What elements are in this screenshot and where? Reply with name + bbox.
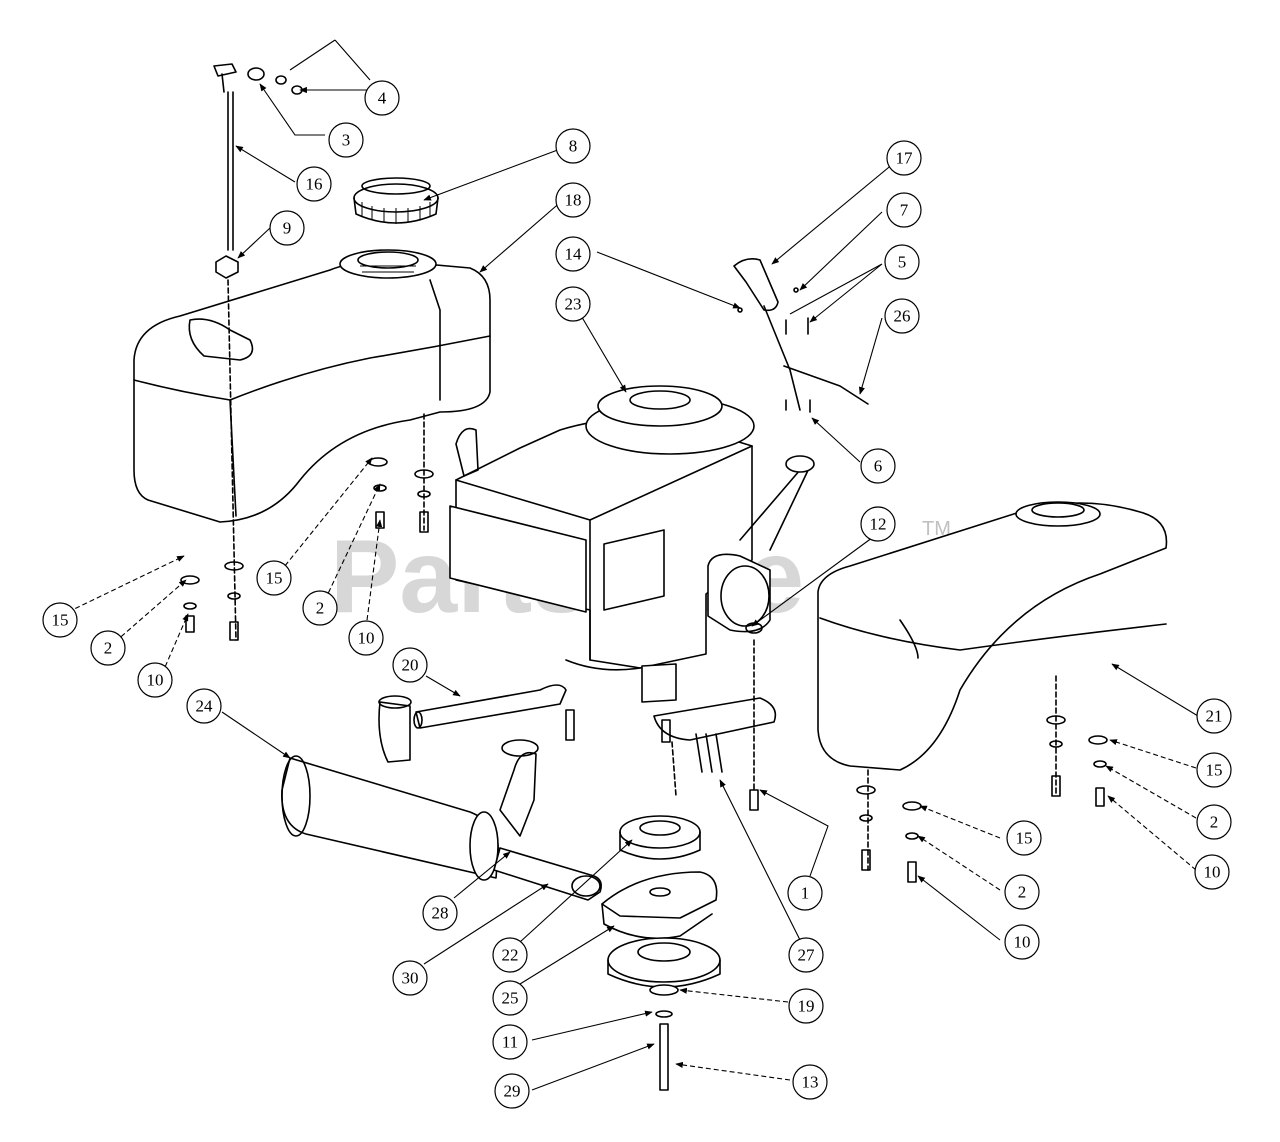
svg-text:26: 26 [894, 307, 911, 326]
callout-2: 2 [1004, 874, 1040, 910]
svg-text:13: 13 [802, 1073, 819, 1092]
callout-29: 29 [494, 1073, 530, 1109]
callout-15: 15 [42, 602, 78, 638]
svg-text:10: 10 [1204, 863, 1221, 882]
svg-text:2: 2 [1018, 883, 1027, 902]
svg-text:4: 4 [378, 89, 387, 108]
fuel-tank-bushing [215, 255, 239, 279]
callouts: 1 2 2 2 2 3 4 5 6 7 8 9 10 10 10 10 11 1… [42, 80, 1232, 1109]
svg-text:10: 10 [1014, 933, 1031, 952]
callout-12: 12 [860, 506, 896, 542]
engine [449, 385, 815, 703]
callout-8: 8 [555, 128, 591, 164]
callout-19: 19 [788, 988, 824, 1024]
svg-text:3: 3 [342, 131, 351, 150]
leader-lines [67, 39, 1199, 1091]
callout-24: 24 [186, 688, 222, 724]
callout-26: 26 [884, 298, 920, 334]
svg-text:29: 29 [504, 1082, 521, 1101]
breather-tube [413, 684, 567, 729]
callout-15: 15 [1196, 752, 1232, 788]
svg-text:28: 28 [432, 904, 449, 923]
svg-text:15: 15 [52, 611, 69, 630]
svg-text:10: 10 [147, 671, 164, 690]
svg-text:11: 11 [502, 1033, 518, 1052]
engine-mount-hardware [565, 639, 777, 811]
callout-21: 21 [1196, 698, 1232, 734]
svg-text:17: 17 [896, 149, 914, 168]
watermark-tm: TM [922, 518, 951, 540]
svg-text:22: 22 [502, 946, 519, 965]
vent-fitting-assembly [213, 63, 303, 251]
callout-6: 6 [860, 448, 896, 484]
callout-15: 15 [256, 560, 292, 596]
callout-9: 9 [269, 210, 305, 246]
fuel-cap [353, 177, 439, 224]
left-fuel-tank [133, 249, 491, 523]
callout-5: 5 [884, 244, 920, 280]
callout-10: 10 [348, 620, 384, 656]
svg-text:9: 9 [283, 219, 292, 238]
svg-text:8: 8 [569, 137, 578, 156]
exhaust-pipe [493, 847, 602, 901]
svg-text:24: 24 [196, 697, 214, 716]
svg-text:25: 25 [502, 989, 519, 1008]
muffler [281, 695, 539, 881]
callout-2: 2 [90, 630, 126, 666]
engine-pulley [619, 815, 701, 860]
svg-text:6: 6 [874, 457, 883, 476]
svg-text:2: 2 [1210, 813, 1219, 832]
throttle-control [733, 258, 869, 413]
svg-text:2: 2 [316, 599, 325, 618]
callout-13: 13 [792, 1064, 828, 1100]
callout-14: 14 [555, 236, 591, 272]
svg-text:21: 21 [1206, 707, 1223, 726]
svg-text:15: 15 [1016, 829, 1033, 848]
callout-30: 30 [392, 960, 428, 996]
svg-text:20: 20 [402, 656, 419, 675]
callout-15: 15 [1006, 820, 1042, 856]
svg-text:27: 27 [798, 946, 816, 965]
svg-text:19: 19 [798, 997, 815, 1016]
callout-3: 3 [328, 122, 364, 158]
callout-4: 4 [364, 80, 400, 116]
left-tank-hardware [180, 279, 434, 641]
svg-text:12: 12 [870, 515, 887, 534]
svg-text:5: 5 [898, 253, 907, 272]
svg-text:18: 18 [565, 191, 582, 210]
svg-text:1: 1 [801, 884, 810, 903]
callout-10: 10 [1194, 854, 1230, 890]
clutch-pulley [607, 937, 721, 1091]
callout-20: 20 [392, 647, 428, 683]
svg-text:14: 14 [565, 245, 583, 264]
callout-27: 27 [788, 937, 824, 973]
callout-22: 22 [492, 937, 528, 973]
svg-text:30: 30 [402, 969, 419, 988]
callout-17: 17 [886, 140, 922, 176]
callout-25: 25 [492, 980, 528, 1016]
right-tank-hardware [745, 622, 1108, 883]
callout-16: 16 [296, 166, 332, 202]
svg-text:15: 15 [266, 569, 283, 588]
callout-7: 7 [886, 192, 922, 228]
svg-text:7: 7 [900, 201, 909, 220]
svg-text:2: 2 [104, 639, 113, 658]
callout-11: 11 [492, 1024, 528, 1060]
callout-28: 28 [422, 895, 458, 931]
callout-18: 18 [555, 182, 591, 218]
callout-23: 23 [555, 286, 591, 322]
svg-text:16: 16 [306, 175, 323, 194]
callout-10: 10 [137, 662, 173, 698]
belt-guard [601, 871, 718, 940]
right-fuel-tank [817, 501, 1168, 771]
callout-2: 2 [302, 590, 338, 626]
svg-text:15: 15 [1206, 761, 1223, 780]
callout-10: 10 [1004, 924, 1040, 960]
svg-text:23: 23 [565, 295, 582, 314]
svg-text:10: 10 [358, 629, 375, 648]
callout-2: 2 [1196, 804, 1232, 840]
callout-1: 1 [787, 875, 823, 911]
